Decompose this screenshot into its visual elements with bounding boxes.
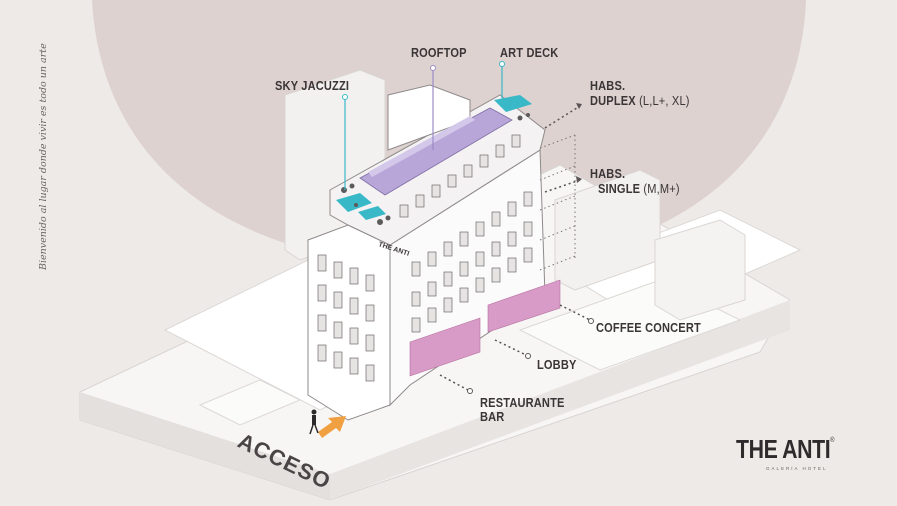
label-habs-duplex-line2: DUPLEX [590, 93, 636, 108]
label-habs-single: SINGLE (M,M+) [598, 182, 680, 196]
label-restaurante: RESTAURANTE [480, 395, 565, 410]
label-bar: BAR [480, 409, 505, 424]
coffee-concert-area [487, 279, 561, 333]
hotel-building [307, 84, 561, 421]
callout-leaders [342, 61, 594, 394]
brand-logo: THE ANTI® [736, 434, 834, 465]
pedestrian-icon [309, 409, 319, 435]
label-habs-single-line1: HABS. [590, 166, 626, 181]
label-sky-jacuzzi: SKY JACUZZI [275, 78, 350, 93]
label-habs-single-types: (M,M+) [643, 181, 680, 196]
label-habs-duplex-line1: HABS. [590, 78, 626, 93]
art-deck-pool [494, 95, 532, 112]
brand-mark: ® [830, 437, 835, 444]
tagline: Bienvenido al lugar donde vivir es todo … [38, 43, 49, 270]
label-lobby: LOBBY [537, 357, 577, 372]
brand-name: THE ANTI [736, 434, 831, 464]
label-art-deck: ART DECK [500, 45, 559, 60]
label-coffee-concert: COFFEE CONCERT [596, 320, 701, 335]
label-habs-duplex: DUPLEX (L,L+, XL) [590, 94, 690, 108]
sky-jacuzzi-pool [336, 193, 372, 212]
entrance-arrow [318, 416, 346, 438]
label-rooftop: ROOFTOP [411, 45, 467, 60]
label-habs-duplex-types: (L,L+, XL) [639, 93, 690, 108]
brand-subtitle: GALERÍA HOTEL [766, 466, 828, 471]
label-habs-single-line2: SINGLE [598, 181, 641, 196]
lobby-area [409, 317, 481, 377]
